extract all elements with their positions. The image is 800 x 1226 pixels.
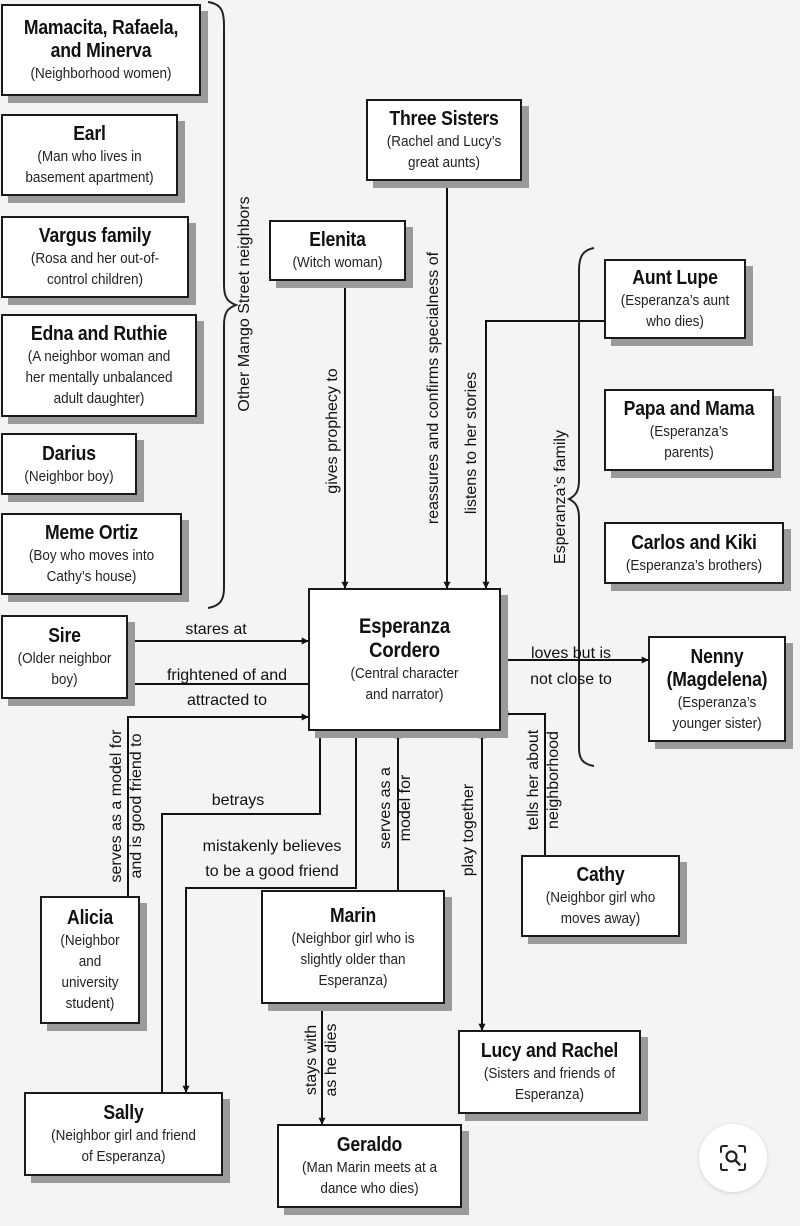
node-marin: Marin (Neighbor girl who is slightly old…	[261, 890, 445, 1004]
edge-label-alicia-model: serves as a model for and is good friend…	[108, 729, 145, 883]
node-elenita: Elenita (Witch woman)	[269, 220, 406, 281]
node-description: (Sisters and friends of Esperanza)	[483, 1065, 616, 1103]
node-name: Geraldo	[336, 1134, 403, 1156]
family-brace	[566, 247, 595, 767]
node-name: Earl	[73, 123, 106, 145]
node-name: Mamacita, Rafaela, and Minerva	[23, 17, 179, 62]
edge-label-stays: stays with as he dies	[303, 1023, 340, 1097]
node-esperanza: Esperanza Cordero (Central character and…	[308, 588, 501, 731]
node-name: Nenny (Magdelena)	[666, 645, 768, 691]
edge-label-stares-at: stares at	[185, 621, 247, 638]
node-description: (Older neighbor boy)	[17, 650, 112, 688]
node-lucy-rachel: Lucy and Rachel (Sisters and friends of …	[458, 1030, 641, 1114]
edge-label-prophecy: gives prophecy to	[324, 368, 341, 494]
node-description: (Esperanza’s younger sister)	[672, 693, 762, 732]
node-name: Alicia	[67, 907, 113, 929]
edge-label-play: play together	[460, 783, 477, 877]
edge-label-listens: listens to her stories	[463, 371, 480, 515]
edge-betrays	[161, 730, 324, 1092]
node-name: Edna and Ruthie	[30, 323, 168, 345]
node-aunt-lupe: Aunt Lupe (Esperanza’s aunt who dies)	[604, 259, 746, 339]
edge-label-betrays: betrays	[211, 792, 265, 809]
edge-listens	[482, 320, 606, 589]
node-meme-ortiz: Meme Ortiz (Boy who moves into Cathy’s h…	[1, 513, 182, 595]
node-edna: Edna and Ruthie (A neighbor woman and he…	[1, 314, 197, 417]
node-darius: Darius (Neighbor boy)	[1, 433, 137, 495]
node-name: Marin	[329, 904, 377, 927]
node-name: Darius	[42, 442, 96, 465]
node-name: Lucy and Rachel	[480, 1040, 619, 1062]
node-description: (Witch woman)	[292, 254, 383, 271]
edge-mistaken	[182, 731, 357, 1093]
node-papa-mama: Papa and Mama (Esperanza’s parents)	[604, 389, 774, 471]
edge-label-frightened: frightened of and attracted to	[166, 667, 288, 709]
node-description: (Neighborhood women)	[30, 65, 172, 82]
node-name: Aunt Lupe	[632, 267, 718, 289]
node-description: (Neighbor boy)	[24, 467, 114, 485]
node-name: Sire	[48, 625, 81, 647]
node-description: (Neighbor girl who is slightly older tha…	[291, 929, 415, 989]
node-description: (Esperanza’s parents)	[649, 423, 729, 461]
node-description: (Rosa and her out-of- control children)	[30, 250, 160, 288]
node-name: Meme Ortiz	[44, 522, 139, 544]
node-description: (Boy who moves into Cathy’s house)	[28, 547, 155, 585]
node-description: (A neighbor woman and her mentally unbal…	[25, 348, 173, 407]
zoom-button[interactable]	[699, 1124, 767, 1192]
node-earl: Earl (Man who lives in basement apartmen…	[1, 114, 178, 196]
edge-alicia-model	[127, 713, 309, 896]
node-mamacita: Mamacita, Rafaela, and Minerva (Neighbor…	[1, 4, 201, 96]
node-description: (Esperanza’s brothers)	[625, 556, 763, 574]
edge-label-mistaken: mistakenly believes to be a good friend	[202, 838, 342, 880]
node-sire: Sire (Older neighbor boy)	[1, 615, 128, 699]
node-description: (Neighbor girl who moves away)	[545, 889, 656, 927]
node-nenny: Nenny (Magdelena) (Esperanza’s younger s…	[648, 636, 786, 742]
edge-tells	[501, 710, 546, 855]
node-name: Three Sisters	[389, 108, 499, 130]
node-description: (Esperanza’s aunt who dies)	[620, 292, 730, 330]
node-geraldo: Geraldo (Man Marin meets at a dance who …	[277, 1124, 462, 1208]
neighbors-brace	[207, 1, 239, 609]
node-carlos-kiki: Carlos and Kiki (Esperanza’s brothers)	[604, 522, 784, 584]
node-description: (Man Marin meets at a dance who dies)	[301, 1159, 438, 1197]
node-three-sisters: Three Sisters (Rachel and Lucy’s great a…	[366, 99, 522, 181]
node-description: (Rachel and Lucy’s great aunts)	[386, 133, 502, 171]
node-name: Elenita	[309, 229, 366, 251]
node-description: (Neighbor and university student)	[60, 932, 120, 1012]
node-description: (Man who lives in basement apartment)	[25, 148, 154, 186]
node-sally: Sally (Neighbor girl and friend of Esper…	[24, 1092, 223, 1176]
node-alicia: Alicia (Neighbor and university student)	[40, 896, 140, 1024]
node-name: Esperanza Cordero	[359, 615, 450, 662]
node-description: (Neighbor girl and friend of Esperanza)	[51, 1127, 196, 1165]
edge-label-loves: loves but is not close to	[530, 645, 612, 688]
group-label-neighbors: Other Mango Street neighbors	[236, 196, 253, 412]
group-label-family: Esperanza’s family	[552, 430, 569, 564]
edge-label-tells: tells her about neighborhood	[525, 729, 562, 831]
node-name: Sally	[103, 1102, 144, 1124]
node-name: Carlos and Kiki	[631, 531, 757, 554]
node-name: Cathy	[576, 864, 625, 886]
search-zoom-icon	[720, 1145, 746, 1171]
node-vargus: Vargus family (Rosa and her out-of- cont…	[1, 216, 189, 298]
edge-label-reassures: reassures and confirms specialness of	[425, 251, 442, 525]
node-name: Vargus family	[38, 225, 152, 247]
node-name: Papa and Mama	[623, 398, 755, 420]
edge-label-marin-model: serves as a model for	[377, 767, 414, 849]
node-description: (Central character and narrator)	[350, 665, 459, 703]
node-cathy: Cathy (Neighbor girl who moves away)	[521, 855, 680, 937]
